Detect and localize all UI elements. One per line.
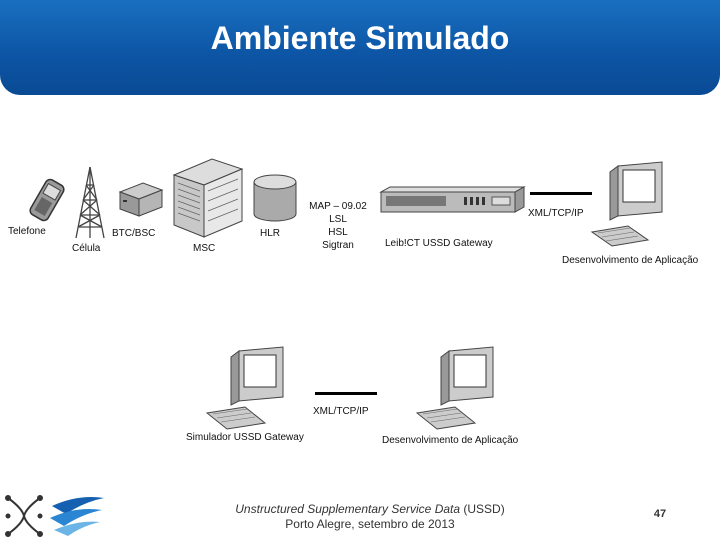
cell-tower-icon	[75, 166, 105, 239]
btc-device-icon	[118, 182, 164, 217]
simulator-label: Simulador USSD Gateway	[186, 432, 304, 443]
celula-label: Célula	[72, 243, 101, 254]
protocol-hsl: HSL	[328, 227, 348, 238]
university-logo-icon	[5, 495, 43, 537]
workstation-bottom-icon	[415, 346, 494, 430]
brand-logo-icon	[50, 497, 104, 536]
footer-location-date: Porto Alegre, setembro de 2013	[285, 517, 455, 531]
connection-line-bottom	[315, 392, 377, 395]
gateway-label: Leib!CT USSD Gateway	[385, 238, 493, 249]
hlr-label: HLR	[260, 228, 281, 239]
protocol-sigtran: Sigtran	[322, 240, 354, 251]
xml-bottom-label: XML/TCP/IP	[313, 406, 369, 417]
page-number: 47	[653, 508, 667, 520]
protocol-stack: MAP – 09.02 LSL HSL Sigtran	[302, 200, 374, 252]
slide-title: Ambiente Simulado	[210, 20, 510, 56]
footer-ussd-abbr: (USSD)	[460, 502, 505, 516]
msc-label: MSC	[193, 243, 216, 254]
connection-line-top	[530, 192, 592, 195]
workstation-simulator-icon	[205, 346, 284, 430]
xml-top-label: XML/TCP/IP	[528, 208, 584, 219]
protocol-lsl: LSL	[329, 214, 347, 225]
workstation-top-icon	[590, 161, 663, 247]
gateway-server-icon	[379, 186, 526, 213]
phone-icon	[29, 178, 65, 222]
hlr-database-icon	[253, 174, 297, 222]
title-banner: Ambiente Simulado	[0, 0, 720, 95]
footer-ussd-italic: Unstructured Supplementary Service Data	[235, 502, 461, 516]
protocol-map: MAP – 09.02	[309, 201, 367, 212]
msc-server-icon	[172, 158, 244, 238]
footer-text: Unstructured Supplementary Service Data …	[200, 502, 540, 532]
btc-label: BTC/BSC	[112, 228, 156, 239]
dev-bottom-label: Desenvolvimento de Aplicação	[382, 435, 519, 446]
telefone-label: Telefone	[8, 226, 46, 237]
dev-top-label: Desenvolvimento de Aplicação	[562, 255, 699, 266]
